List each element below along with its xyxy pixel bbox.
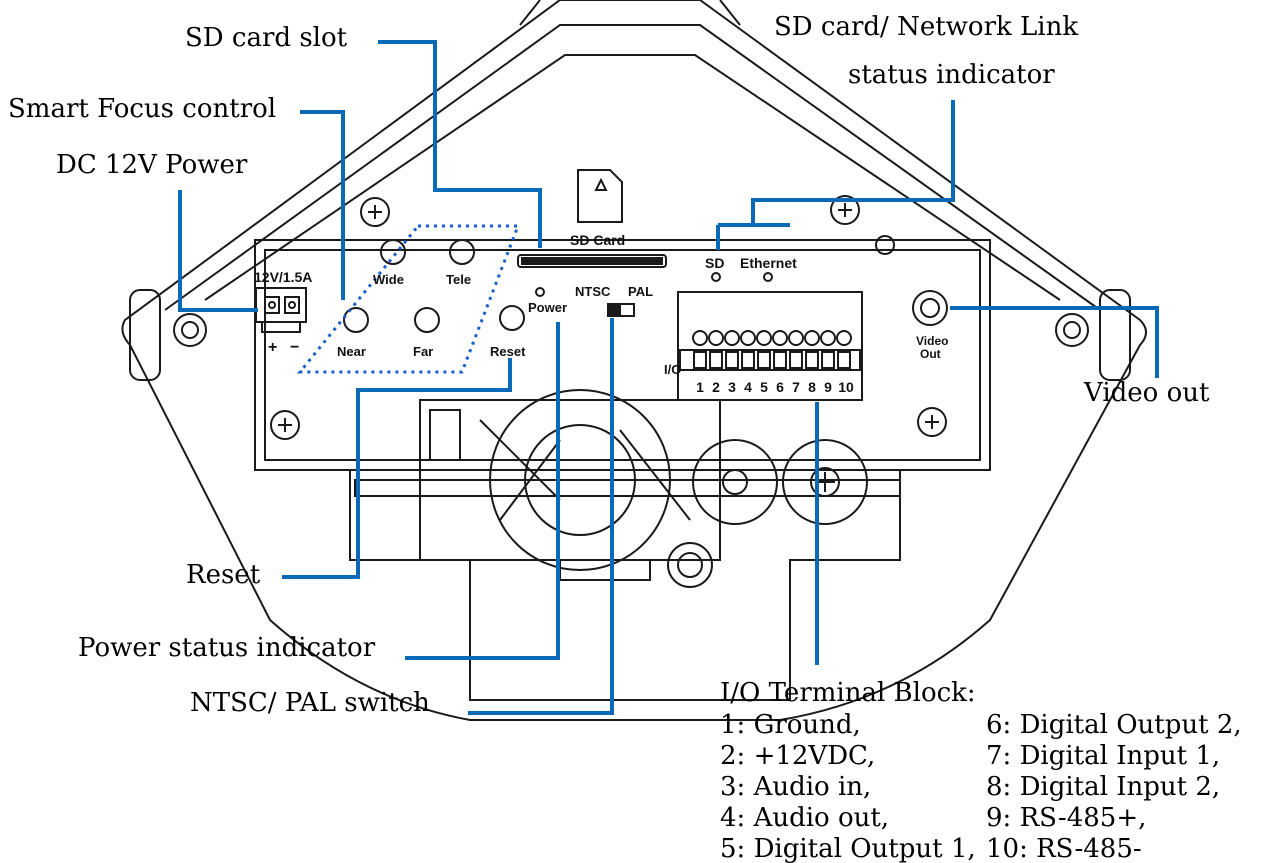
leader-dc-power <box>178 190 258 312</box>
leader-lines <box>178 40 1159 715</box>
housing-outline <box>121 0 1147 721</box>
pin-label-2: 2 <box>712 379 720 395</box>
dc-power-callout: DC 12V Power <box>56 150 248 180</box>
io-legend-right-item-4: 9: RS-485+, <box>986 803 1147 833</box>
leader-power-status <box>405 322 560 660</box>
leader-reset <box>282 358 512 579</box>
power-rating-label: 12V/1.5A <box>254 269 312 285</box>
smart-focus-outline <box>296 224 521 374</box>
status-indicator-callout-line2: status indicator <box>848 60 1055 90</box>
io-legend-left-item-3: 3: Audio in, <box>720 772 872 802</box>
tele-label: Tele <box>446 272 471 287</box>
power-status-callout: Power status indicator <box>78 633 376 663</box>
io-legend-right-item-2: 7: Digital Input 1, <box>986 741 1221 771</box>
ntsc-label: NTSC <box>575 284 611 299</box>
video-out-label-1: Video <box>916 334 948 348</box>
leader-sd-card-slot <box>378 40 542 248</box>
far-label: Far <box>413 344 433 359</box>
leader-video-out <box>950 306 1159 378</box>
pin-label-1: 1 <box>696 379 704 395</box>
pin-label-5: 5 <box>760 379 768 395</box>
wide-label: Wide <box>373 272 404 287</box>
ethernet-status-label: Ethernet <box>740 255 797 271</box>
pin-label-4: 4 <box>744 379 752 395</box>
near-label: Near <box>337 344 366 359</box>
pin-label-6: 6 <box>776 379 784 395</box>
minus-label: − <box>290 339 299 356</box>
video-out-label-2: Out <box>920 347 941 361</box>
sd-status-label: SD <box>705 255 724 271</box>
reset-callout: Reset <box>186 560 261 590</box>
video-out-callout: Video out <box>1084 378 1210 408</box>
io-legend-right-item-5: 10: RS-485- <box>986 834 1142 863</box>
status-indicator-callout-line1: SD card/ Network Link <box>774 12 1079 42</box>
smart-focus-callout: Smart Focus control <box>8 94 277 124</box>
ntsc-pal-callout: NTSC/ PAL switch <box>190 688 430 718</box>
pin-label-7: 7 <box>792 379 800 395</box>
io-legend-left-item-2: 2: +12VDC, <box>720 741 876 771</box>
pal-label: PAL <box>628 284 653 299</box>
power-device-label: Power <box>528 300 567 315</box>
pin-label-8: 8 <box>808 379 816 395</box>
io-legend-left-item-5: 5: Digital Output 1, <box>720 834 976 863</box>
io-legend-right-item-3: 8: Digital Input 2, <box>986 772 1221 802</box>
pin-label-3: 3 <box>728 379 736 395</box>
io-block-title: I/O Terminal Block: <box>720 678 976 708</box>
pin-label-9: 9 <box>824 379 832 395</box>
io-legend-left-item-4: 4: Audio out, <box>720 803 890 833</box>
io-label: I/O <box>664 362 681 377</box>
reset-device-label: Reset <box>490 344 526 359</box>
leader-ntsc-pal <box>468 318 614 715</box>
io-legend-right-item-1: 6: Digital Output 2, <box>986 710 1242 740</box>
leader-smart-focus <box>300 110 345 300</box>
plus-label: + <box>268 339 277 356</box>
sd-card-slot-callout: SD card slot <box>185 23 348 53</box>
leader-status-indicator <box>751 100 955 225</box>
pin-label-10: 10 <box>838 379 854 395</box>
sd-card-device-label: SD Card <box>570 232 625 248</box>
io-legend-left-item-1: 1: Ground, <box>720 710 861 740</box>
